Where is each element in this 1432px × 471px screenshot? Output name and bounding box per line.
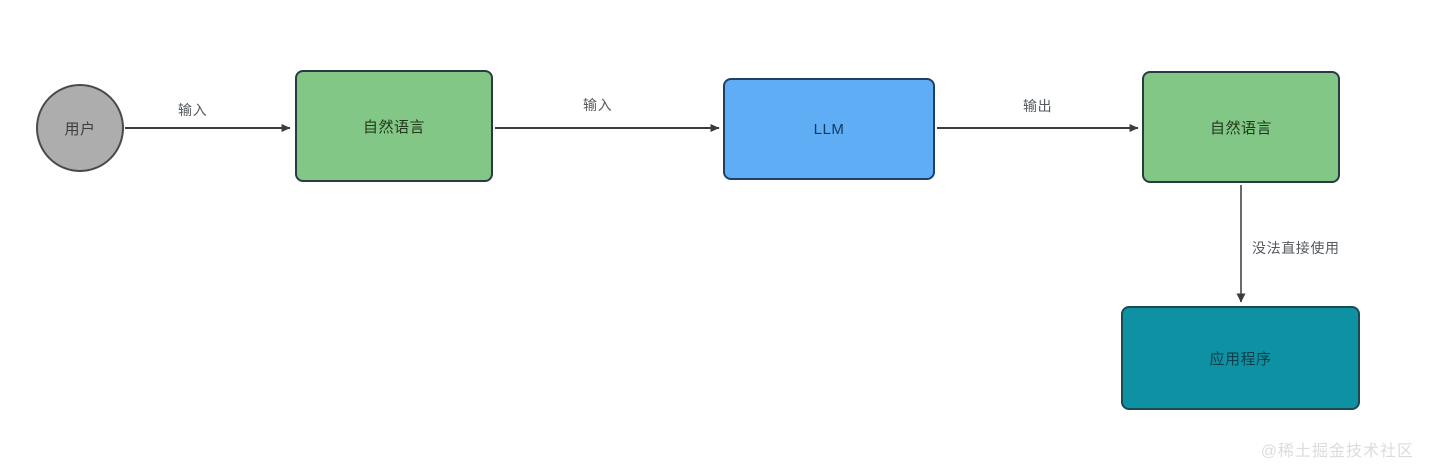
node-application[interactable]: 应用程序: [1121, 306, 1360, 410]
watermark: @稀土掘金技术社区: [1260, 443, 1414, 460]
node-natural-language-output[interactable]: 自然语言: [1142, 71, 1340, 183]
node-application-label: 应用程序: [1209, 350, 1272, 368]
node-user[interactable]: 用户: [36, 84, 124, 172]
node-natural-language-input-label: 自然语言: [362, 118, 425, 136]
node-user-label: 用户: [64, 120, 96, 138]
edge-label-nl1-to-llm: 输入: [583, 97, 613, 113]
edge-label-user-to-nl1: 输入: [178, 102, 208, 118]
node-llm-label: LLM: [813, 120, 845, 138]
node-natural-language-input[interactable]: 自然语言: [295, 70, 493, 182]
edge-label-nl2-to-app: 没法直接使用: [1252, 240, 1340, 256]
edge-label-llm-to-nl2: 输出: [1023, 98, 1053, 114]
node-natural-language-output-label: 自然语言: [1209, 119, 1272, 137]
node-llm[interactable]: LLM: [723, 78, 935, 180]
